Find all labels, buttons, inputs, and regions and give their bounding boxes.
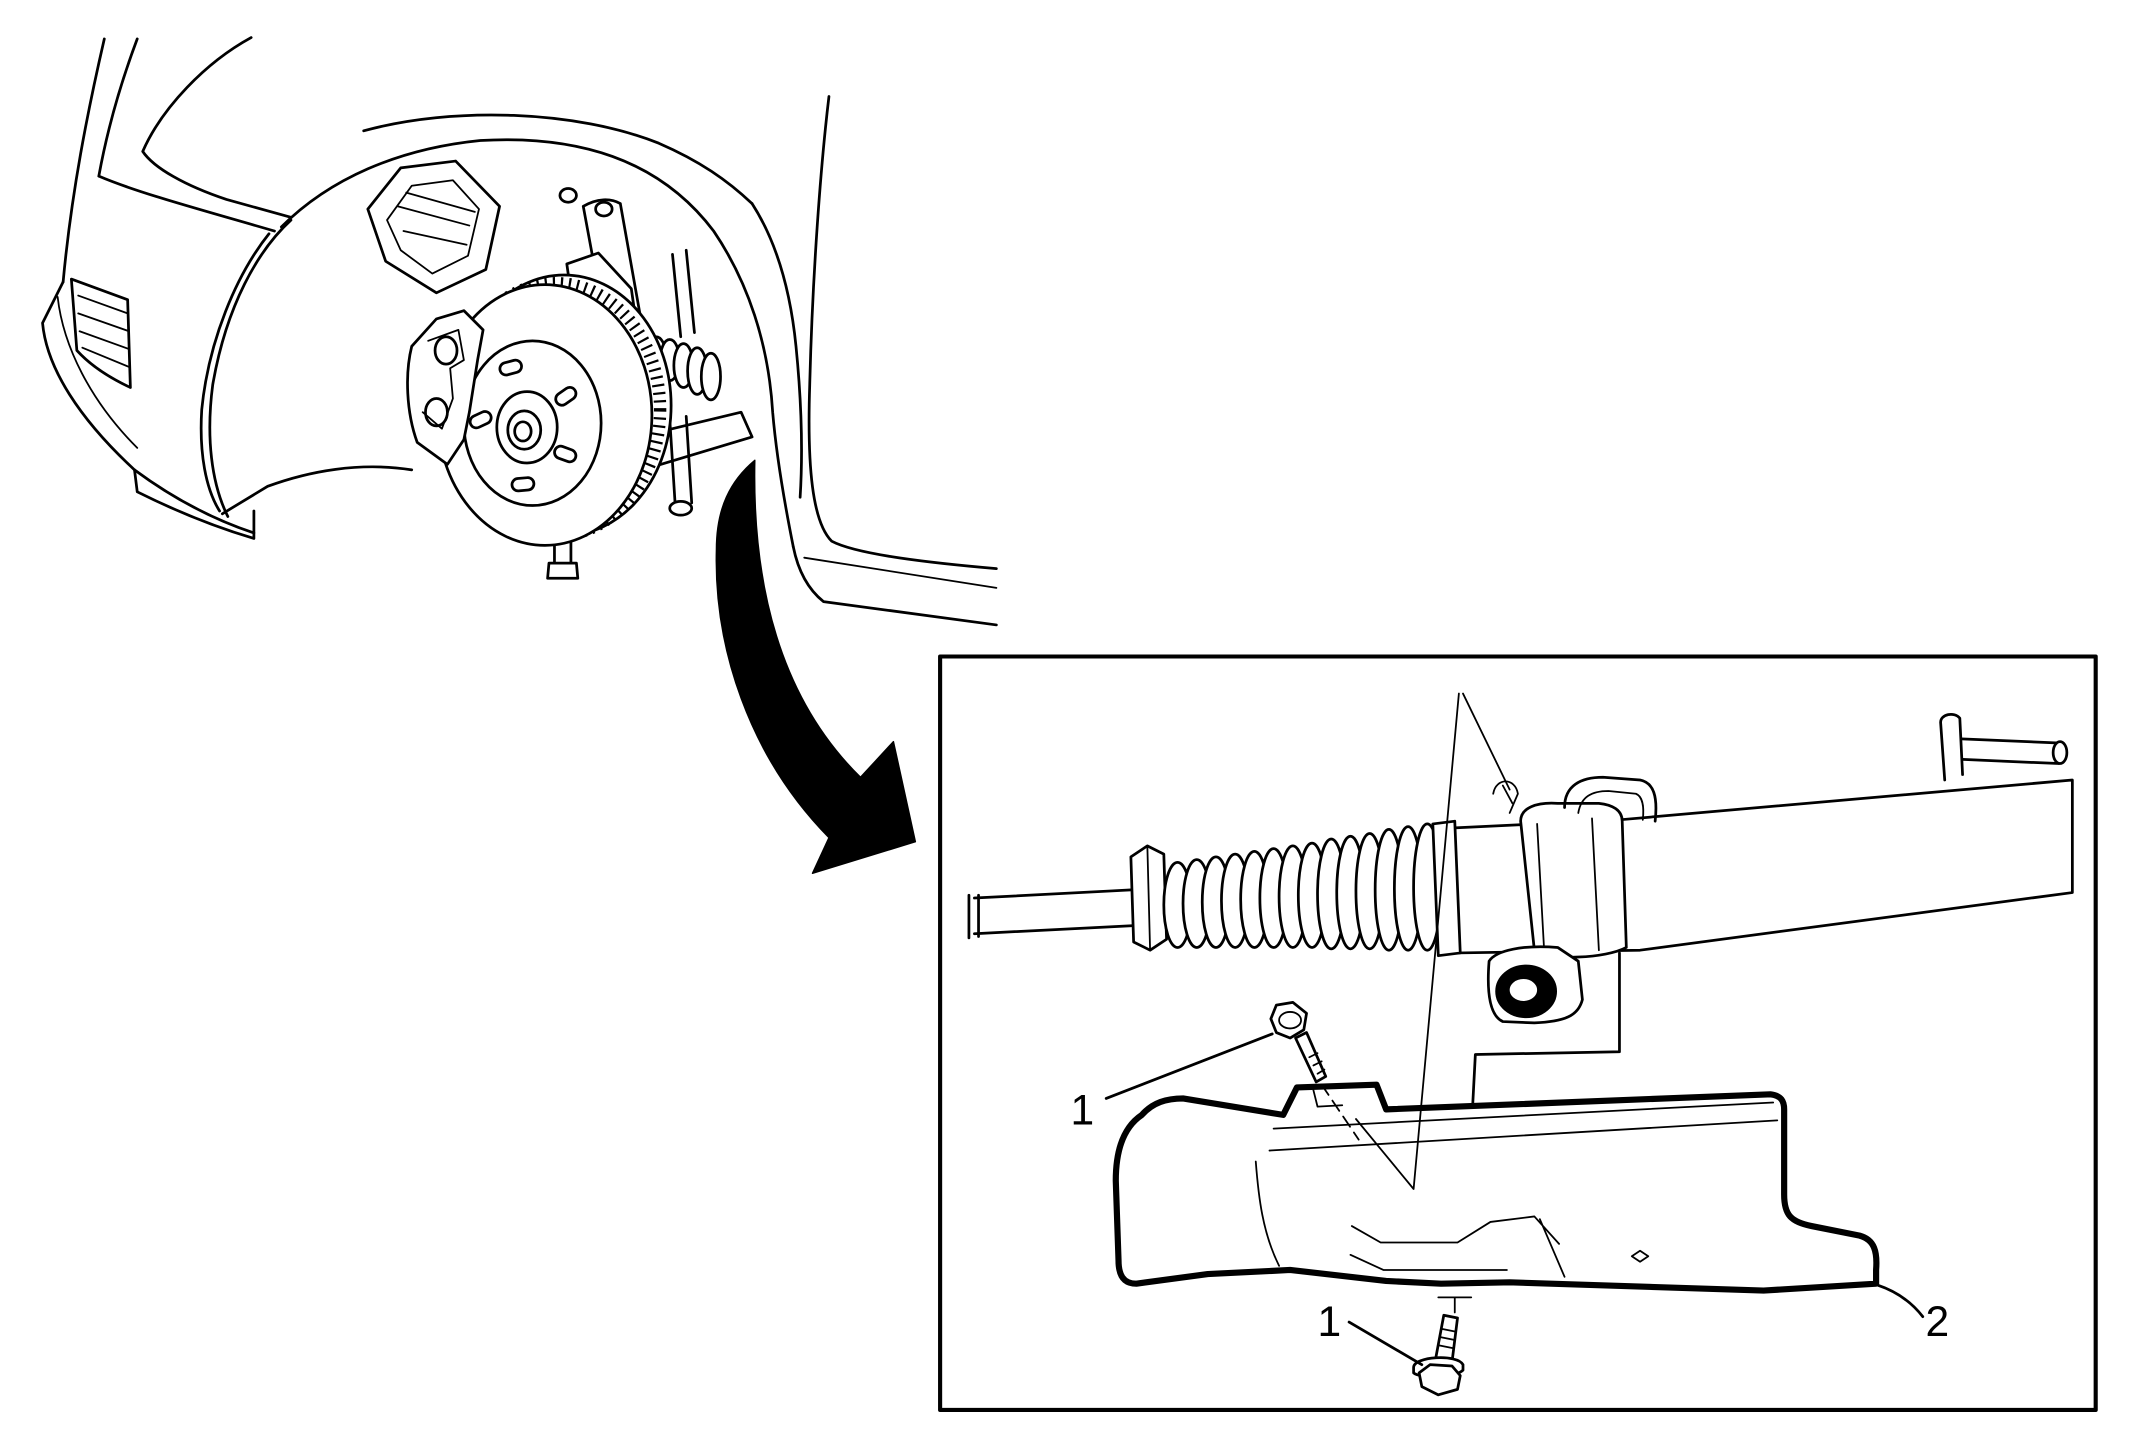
callout-lower-bolt: 1 xyxy=(1318,1298,1424,1367)
door-edge xyxy=(807,95,998,571)
hub-pilot xyxy=(506,409,543,451)
brake-caliper xyxy=(406,309,485,466)
strut-mount-bolt xyxy=(594,200,614,218)
bolt-threads xyxy=(1308,1052,1326,1075)
callout-label: 1 xyxy=(1318,1298,1342,1346)
dust-shield-plate xyxy=(366,159,501,295)
wheel-hub xyxy=(495,390,559,465)
pipe-riser xyxy=(1939,713,1964,782)
caliper-piston xyxy=(433,335,459,366)
dust-shield-window xyxy=(386,179,480,275)
brake-line xyxy=(671,248,696,339)
tie-rod xyxy=(967,844,1168,952)
bolt-head xyxy=(1417,1363,1462,1397)
headlamp-edge xyxy=(97,37,139,178)
boot-fold xyxy=(699,351,722,402)
rotor-cooling-vents xyxy=(445,277,667,542)
cooler-pipe xyxy=(1939,713,2069,782)
lug-stud xyxy=(498,358,523,377)
pipe-end xyxy=(2051,740,2069,765)
steering-boot xyxy=(1162,819,1462,958)
callout-label: 2 xyxy=(1926,1298,1950,1346)
bumper-outline xyxy=(41,280,256,535)
shield-bolt-upper xyxy=(1269,1000,1360,1141)
clamp-band-edges xyxy=(1536,817,1600,952)
callout-heat-shield: 2 xyxy=(1876,1283,1950,1346)
leader-line xyxy=(1347,1320,1424,1367)
tie-rod-shaft xyxy=(973,888,1138,936)
callout-upper-bolt: 1 xyxy=(1070,1032,1274,1134)
rocker-panel xyxy=(791,545,998,627)
heat-shield-outline xyxy=(1112,1081,1880,1294)
ball-joint-nut xyxy=(546,561,580,580)
pipe-run xyxy=(1959,737,2061,765)
stabilizer-link xyxy=(668,414,694,507)
vehicle-front-corner-view xyxy=(41,36,998,627)
pipe-bracket-inner xyxy=(1577,790,1645,821)
front-fascia xyxy=(41,36,293,540)
leader-line xyxy=(1876,1283,1925,1319)
caliper-piston xyxy=(424,397,449,428)
detail-inset-frame xyxy=(938,654,2098,1413)
heat-shield-emboss xyxy=(1349,1215,1566,1278)
fender-rear-edge xyxy=(750,202,803,499)
leader-line xyxy=(1104,1032,1274,1100)
fender-upper-lip xyxy=(362,113,754,205)
caliper-body xyxy=(406,309,485,466)
lug-stud xyxy=(553,444,578,464)
hood-edge xyxy=(141,36,293,219)
lug-stud xyxy=(554,385,578,407)
shield-bolt-lower xyxy=(1412,1313,1465,1397)
wheel-well xyxy=(199,95,998,627)
fog-lamp-bezel xyxy=(69,277,132,389)
detail-inset: 1 1 2 xyxy=(938,654,2098,1413)
bolt-head xyxy=(1269,1000,1308,1040)
dust-shield-slots xyxy=(397,191,476,246)
plane-edge-short xyxy=(1462,692,1511,791)
lug-stud xyxy=(468,410,493,430)
stabilizer-link-end xyxy=(668,500,694,517)
detail-pointer-arrow xyxy=(715,459,917,875)
retaining-clip xyxy=(1492,780,1519,814)
fender-front-edge xyxy=(61,37,106,284)
lug-stud xyxy=(510,476,536,493)
bolt-threads xyxy=(1438,1328,1458,1350)
grille-slats xyxy=(77,294,130,368)
fender-wheel-arch-lip xyxy=(208,218,293,518)
strut-mount-bolt xyxy=(558,187,578,204)
lower-bolt-hole-mark xyxy=(1437,1296,1473,1314)
mount-bracket xyxy=(1471,951,1621,1109)
brake-dust-shield xyxy=(366,159,501,295)
caliper-bridge xyxy=(421,328,465,430)
bumper-side-line xyxy=(56,296,139,449)
callout-label: 1 xyxy=(1070,1086,1094,1134)
rocker-crease xyxy=(803,556,998,589)
wheel-arch-liner xyxy=(279,138,795,549)
fender-crease xyxy=(97,174,276,233)
mount-bushing xyxy=(1486,945,1584,1025)
heat-shield-flange xyxy=(1268,1101,1779,1152)
shield-mounting-plane-lines xyxy=(1355,692,1511,1190)
heat-shield-tab-notch xyxy=(1312,1089,1344,1108)
fog-lamp-grille xyxy=(69,277,132,389)
bolt-head-face xyxy=(1278,1011,1302,1030)
bushing-bore xyxy=(1506,976,1540,1004)
bumper-lower-edge xyxy=(133,468,256,540)
hub-center xyxy=(513,420,533,443)
fender-wheel-arch-inner-lip xyxy=(199,232,271,513)
heat-shield-locator-mark xyxy=(1630,1249,1650,1263)
heat-shield-fold xyxy=(1254,1160,1280,1267)
heat-shield xyxy=(1112,1081,1880,1314)
tie-rod-end xyxy=(967,893,980,940)
pipe-bracket xyxy=(1563,775,1658,823)
jam-nut-flat xyxy=(1146,844,1151,952)
wheel-lug-studs xyxy=(468,358,578,493)
bolt-alignment-line xyxy=(1320,1083,1360,1141)
plane-edge-long xyxy=(1355,692,1460,1190)
arch-liner-bottom xyxy=(220,465,414,516)
